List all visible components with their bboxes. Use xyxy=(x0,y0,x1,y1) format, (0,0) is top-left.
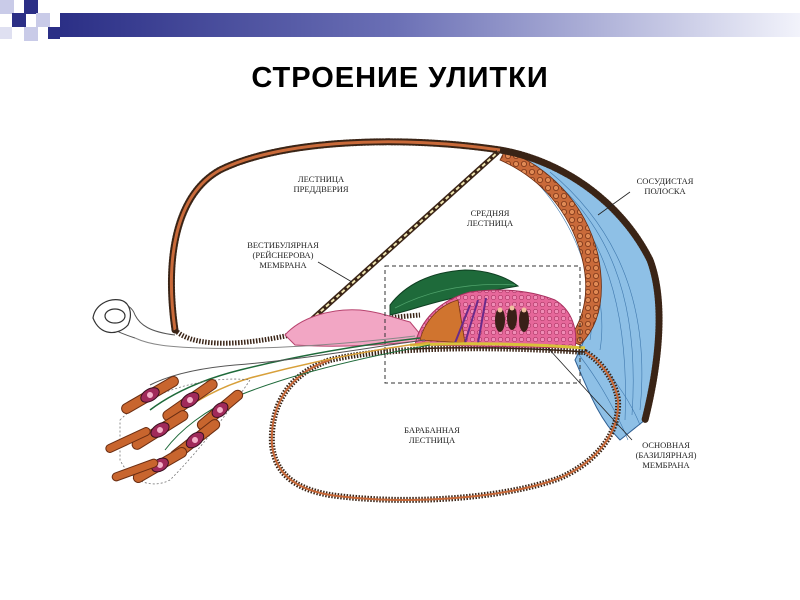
pillar-cells xyxy=(454,297,487,344)
header-square xyxy=(24,27,38,41)
label-leader-lines xyxy=(317,191,633,441)
label-scala-media: СРЕДНЯЯ ЛЕСТНИЦА xyxy=(466,208,514,228)
slide-header-bar xyxy=(0,0,800,50)
outer-hair-cells xyxy=(495,305,529,332)
header-square xyxy=(24,0,38,14)
label-scala-vestibuli: ЛЕСТНИЦА ПРЕДДВЕРИЯ xyxy=(293,174,349,194)
cochlear-nerve-fibers xyxy=(134,335,431,451)
header-decoration xyxy=(0,0,800,41)
spiral-ganglion-neurons xyxy=(105,376,244,483)
wall-inner-line xyxy=(169,140,501,331)
header-square xyxy=(36,13,50,27)
label-stria-vascularis: СОСУДИСТАЯ ПОЛОСКА xyxy=(636,176,694,196)
tectorial-membrane xyxy=(389,269,520,316)
header-square xyxy=(48,27,60,39)
label-scala-tympani: БАРАБАННАЯ ЛЕСТНИЦА xyxy=(404,425,460,445)
header-gradient-band xyxy=(60,13,800,37)
auditory-nerve-stub xyxy=(92,299,131,333)
inner-sulcus-cells xyxy=(419,299,466,344)
label-vestibular-membrane: ВЕСТИБУЛЯРНАЯ (РЕЙСНЕРОВА) МЕМБРАНА xyxy=(247,240,319,270)
slide-title: СТРОЕНИЕ УЛИТКИ xyxy=(251,62,549,94)
header-square xyxy=(0,27,12,39)
spiral-limbus xyxy=(284,309,426,347)
header-square xyxy=(12,13,26,27)
spiral-ganglion-outline xyxy=(119,378,251,485)
vestibular-membrane-dash xyxy=(299,151,499,331)
label-basilar-membrane: ОСНОВНАЯ (БАЗИЛЯРНАЯ) МЕМБРАНА xyxy=(635,440,697,470)
basilar-membrane-edge xyxy=(409,347,586,353)
tympani-inner-line xyxy=(270,351,620,501)
tectorial-fiber xyxy=(394,284,516,309)
organ-of-corti-zoom-box xyxy=(384,265,581,384)
basilar-membrane xyxy=(409,342,586,350)
header-square xyxy=(0,0,14,14)
